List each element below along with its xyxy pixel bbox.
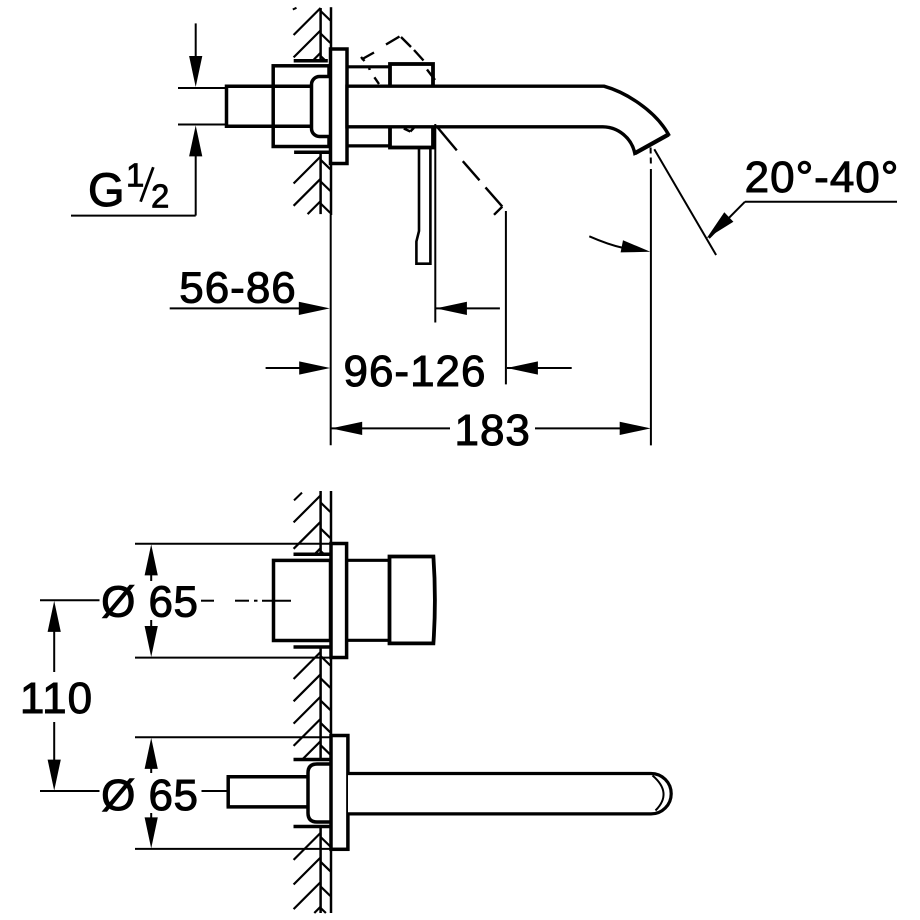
svg-text:183: 183 (454, 406, 530, 455)
svg-text:20°-40°: 20°-40° (745, 153, 900, 202)
svg-text:1: 1 (126, 157, 144, 194)
svg-text:56-86: 56-86 (179, 264, 297, 313)
svg-text:G: G (88, 163, 125, 216)
svg-text:Ø 65: Ø 65 (101, 771, 198, 820)
svg-text:Ø 65: Ø 65 (101, 578, 198, 627)
svg-text:96-126: 96-126 (343, 347, 486, 396)
svg-text:110: 110 (20, 674, 93, 723)
svg-text:2: 2 (151, 178, 169, 215)
